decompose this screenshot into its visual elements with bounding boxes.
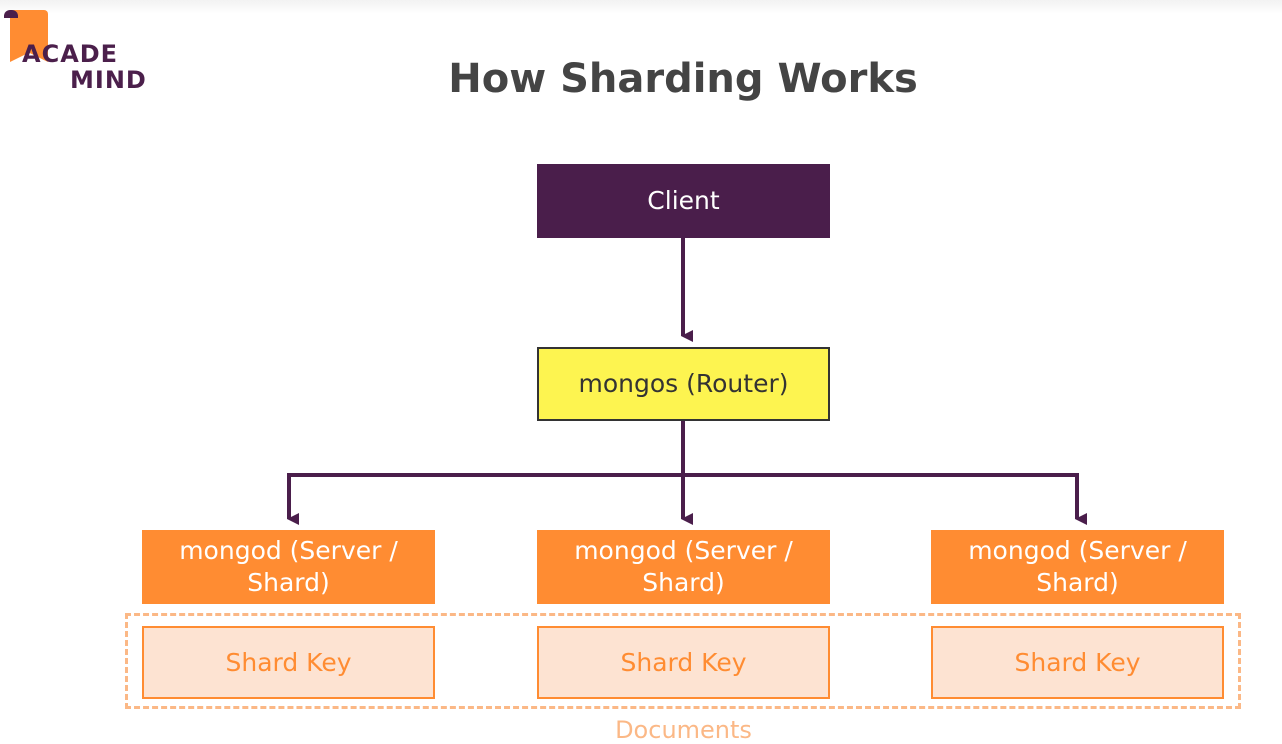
documents-label: Documents	[615, 716, 752, 744]
documents-dashed-frame	[125, 613, 1241, 709]
server-shard-box-1: mongod (Server / Shard)	[142, 530, 435, 604]
logo-text-line1: ACADE	[22, 40, 119, 68]
logo-bookmark-curl-icon	[4, 10, 18, 18]
shard-key-box-2: Shard Key	[537, 626, 830, 699]
shard-key-box-3: Shard Key	[931, 626, 1224, 699]
shard-key-box-1: Shard Key	[142, 626, 435, 699]
logo-text-line2: MIND	[70, 66, 147, 94]
academind-logo: ACADE MIND	[4, 10, 154, 100]
slide-title: How Sharding Works	[448, 56, 918, 102]
client-box: Client	[537, 164, 830, 238]
server-shard-box-2: mongod (Server / Shard)	[537, 530, 830, 604]
router-box: mongos (Router)	[537, 347, 830, 421]
router-branch-horizontal	[287, 473, 1079, 519]
server-shard-box-3: mongod (Server / Shard)	[931, 530, 1224, 604]
top-shade	[0, 0, 1282, 14]
